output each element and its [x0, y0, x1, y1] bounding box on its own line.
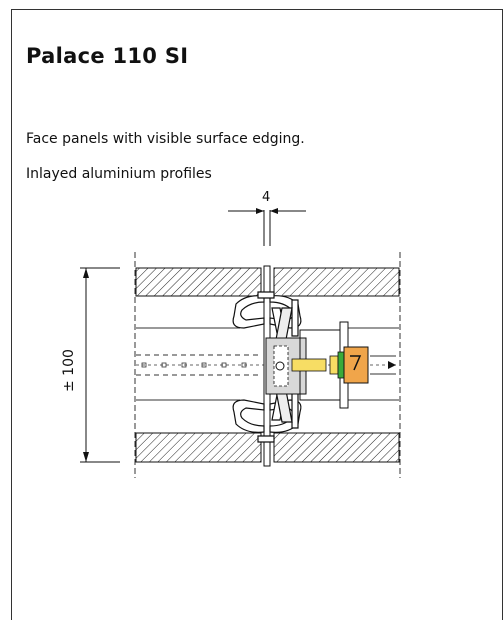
description-line-2: Inlayed aluminium profiles: [26, 166, 212, 182]
description-line-1: Face panels with visible surface edging.: [26, 131, 305, 147]
inner-lines: [136, 327, 399, 401]
gap-dimension: 4: [228, 190, 306, 246]
document-frame: [11, 9, 503, 620]
product-title: Palace 110 SI: [26, 44, 189, 68]
height-dimension: ± 100: [61, 267, 120, 463]
height-dimension-label: ± 100: [61, 349, 77, 392]
bolt-assembly: [275, 346, 396, 384]
face-panels: [135, 267, 400, 463]
axis-markers: [141, 362, 247, 368]
gap-dimension-label: 4: [262, 190, 270, 205]
